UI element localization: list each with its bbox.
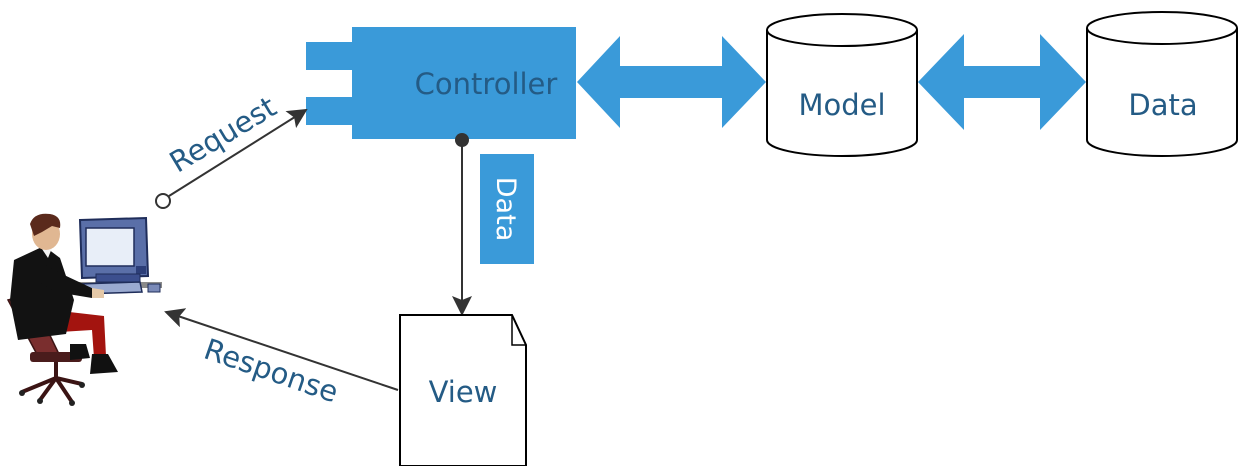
view-node: View [399, 314, 527, 466]
controller-tab-bottom [306, 97, 356, 125]
controller-node: Controller [306, 27, 576, 139]
controller-box [352, 27, 576, 139]
model-cylinder-body [766, 30, 918, 157]
data-store-node: Data [1086, 11, 1238, 157]
view-document-fold [511, 315, 526, 346]
request-line [168, 108, 308, 197]
controller-label: Controller [415, 67, 558, 101]
model-node: Model [766, 13, 918, 157]
data-store-cylinder-top [1086, 11, 1238, 45]
response-line [164, 308, 399, 391]
controller-view-edge [452, 133, 472, 316]
data-flow-badge-box [480, 154, 534, 264]
data-flow-badge: Data [480, 154, 534, 264]
view-label: View [429, 375, 498, 409]
controller-tab-top [306, 42, 356, 70]
model-data-double-arrow [918, 34, 1086, 130]
mouse [147, 283, 161, 293]
data-store-cylinder-body [1086, 28, 1238, 157]
person [10, 213, 118, 374]
person-at-computer-icon [6, 213, 162, 406]
response-edge: Response [164, 308, 399, 409]
response-label: Response [200, 332, 343, 409]
data-flow-label: Data [490, 177, 521, 241]
model-label: Model [798, 88, 885, 122]
request-label: Request [164, 90, 282, 180]
request-start-circle [155, 193, 171, 209]
model-cylinder-top [766, 13, 918, 47]
view-document-shape [399, 314, 527, 466]
request-edge: Request [155, 90, 308, 209]
controller-model-double-arrow [577, 36, 766, 128]
computer-monitor [78, 216, 150, 283]
data-store-label: Data [1128, 88, 1197, 122]
